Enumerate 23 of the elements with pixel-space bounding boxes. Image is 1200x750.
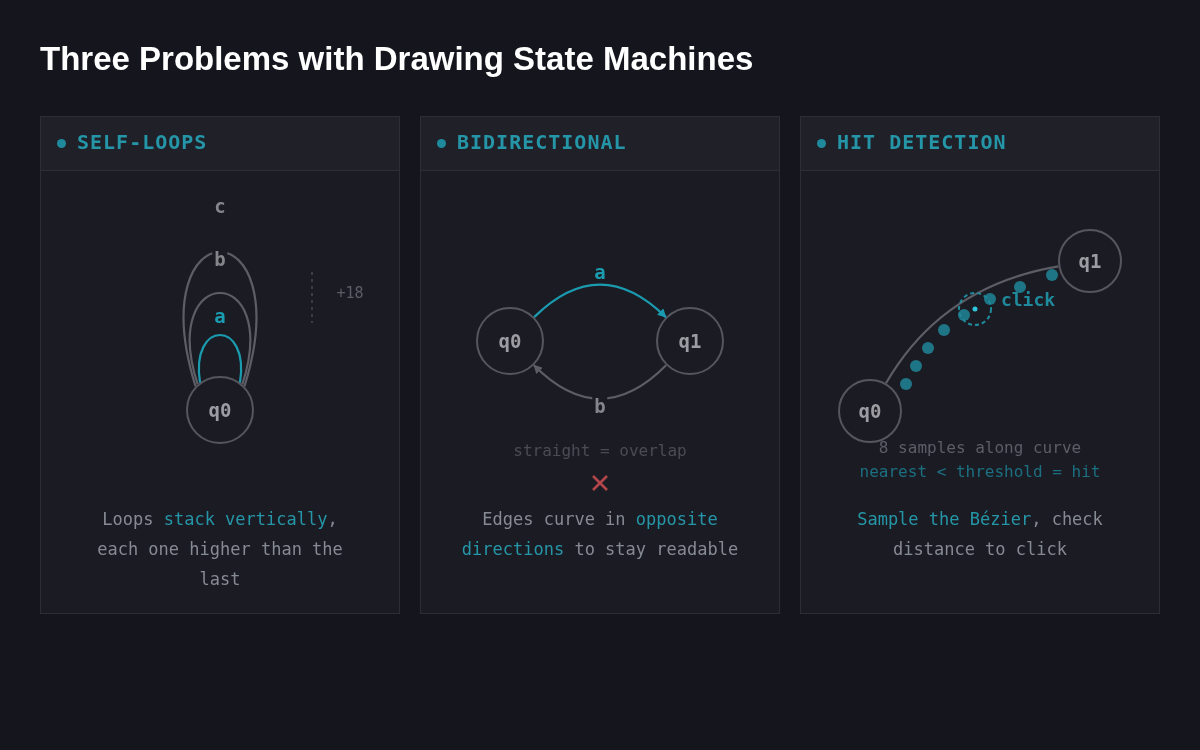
- state-circle: q1: [1058, 229, 1122, 293]
- annotation-text: nearest < threshold = hit: [859, 461, 1101, 481]
- connector: [885, 265, 1059, 384]
- click-label: click: [1000, 288, 1056, 310]
- panel-card: [40, 116, 400, 614]
- page-title: Three Problems with Drawing State Machines: [40, 40, 754, 78]
- panel-description: Edges curve in opposite directions to stay readable: [460, 508, 740, 561]
- annotation-text: +18: [336, 284, 364, 302]
- panel-description: Sample the Bézier, check distance to click: [856, 508, 1104, 561]
- state-circle: q1: [656, 307, 724, 375]
- self-loop: [197, 334, 243, 383]
- panel-heading: BIDIRECTIONAL: [457, 130, 627, 154]
- panel-card: [420, 116, 780, 614]
- panel-heading: SELF-LOOPS: [77, 130, 208, 154]
- panel-description: Loops stack vertically, each one higher than the last: [96, 508, 344, 591]
- arrow: [533, 283, 667, 318]
- state-circle: q0: [476, 307, 544, 375]
- panel-card: [800, 116, 1160, 614]
- self-loop: [188, 291, 252, 385]
- self-loop: [182, 251, 258, 387]
- panel-heading: HIT DETECTION: [837, 130, 1007, 154]
- arrow: [533, 364, 667, 400]
- state-circle: q0: [186, 376, 254, 444]
